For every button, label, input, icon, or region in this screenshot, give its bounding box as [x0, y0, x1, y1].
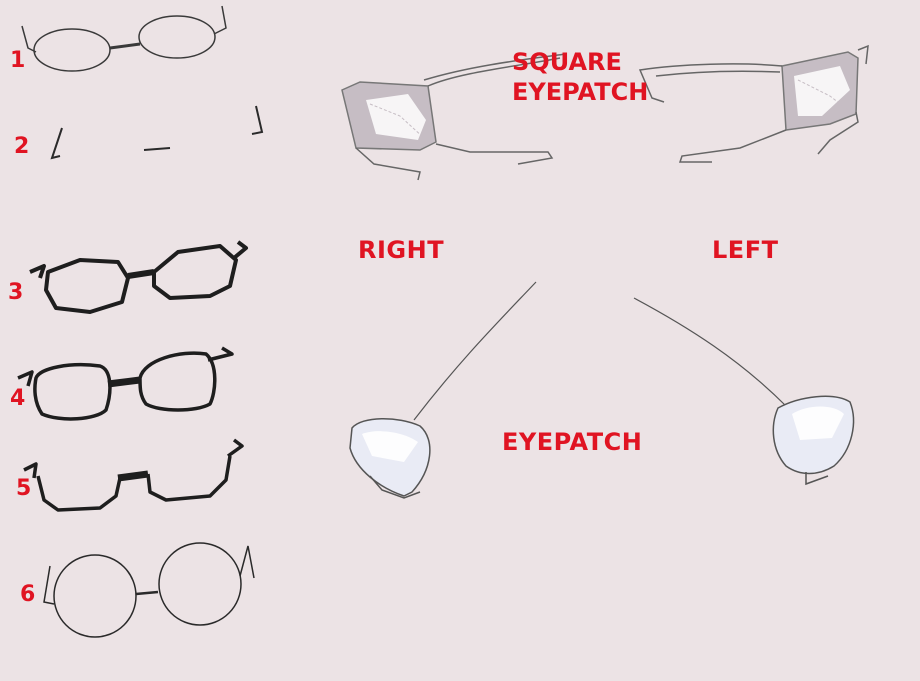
glasses-5-half-rim [23, 438, 244, 512]
glasses-number-6: 6 [20, 582, 36, 607]
eyepatch-title: EYEPATCH [502, 428, 643, 456]
square-eyepatch-left [638, 44, 869, 163]
glasses-number-1: 1 [10, 48, 26, 73]
eyepatch-left [633, 297, 855, 486]
glasses-3-bold-hex [29, 240, 248, 314]
glasses-1-oval-thin [21, 5, 227, 72]
left-label: LEFT [712, 236, 779, 264]
square-eyepatch-title-line1: SQUARE [512, 48, 622, 76]
glasses-6-round-thin [43, 542, 255, 638]
glasses-number-4: 4 [10, 386, 26, 411]
glasses-4-bold-rect [17, 346, 234, 421]
glasses-number-3: 3 [8, 280, 24, 305]
square-eyepatch-right [341, 53, 567, 181]
square-eyepatch-title: SQUARE EYEPATCH [512, 47, 648, 107]
glasses-2-rimless [50, 105, 264, 160]
eyepatch-right [349, 281, 537, 499]
glasses-number-5: 5 [16, 476, 32, 501]
glasses-number-2: 2 [14, 134, 30, 159]
square-eyepatch-title-line2: EYEPATCH [512, 78, 649, 106]
right-label: RIGHT [358, 236, 445, 264]
